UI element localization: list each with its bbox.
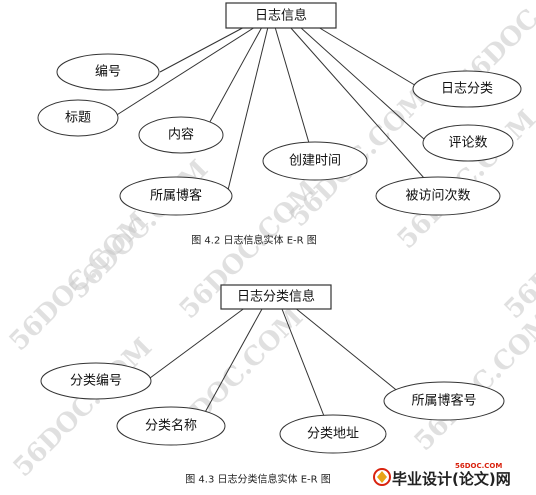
relationship-lines	[149, 306, 401, 417]
attribute-label: 分类地址	[307, 427, 359, 442]
connector-line	[281, 308, 325, 417]
brand-logo: 56DOC.COM 毕业设计(论文)网	[373, 462, 511, 488]
entity-label: 日志分类信息	[237, 289, 315, 305]
connector-line	[293, 306, 401, 394]
attribute-ellipse	[40, 362, 152, 400]
attribute-label: 评论数	[448, 136, 487, 151]
watermark: 56DOC.COM	[499, 174, 536, 324]
entity-box	[225, 2, 337, 29]
connector-line	[289, 26, 433, 188]
attribute-ellipse	[279, 414, 387, 454]
connector-line	[299, 26, 426, 141]
figure-caption: 图 4.3 日志分类信息实体 E-R 图	[185, 473, 331, 486]
connector-line	[205, 26, 263, 130]
attribute-label: 创建时间	[289, 154, 341, 169]
connector-line	[312, 23, 419, 88]
er-diagram-log-category: 日志分类信息 分类编号 分类名称 分类地址 所属博客号 图 4.3 日志分类信息…	[40, 284, 505, 486]
attribute-ellipse	[262, 141, 368, 181]
logo-icon-mark	[377, 471, 387, 483]
connector-line	[159, 23, 251, 73]
attribute-label: 所属博客	[150, 188, 202, 204]
relationship-lines	[111, 23, 433, 191]
attribute-label: 分类名称	[145, 418, 197, 434]
attribute-ellipse	[375, 176, 501, 216]
watermark: 56DOC.COM	[409, 306, 536, 456]
connector-line	[202, 308, 263, 417]
attribute-label: 标题	[65, 111, 91, 126]
connector-line	[111, 26, 256, 119]
watermark: 56DOC.COM	[8, 332, 158, 482]
attribute-ellipse	[56, 53, 160, 91]
attribute-label: 被访问次数	[405, 188, 470, 204]
brand-url: 56DOC.COM	[455, 462, 502, 470]
connector-line	[149, 306, 247, 379]
attribute-label: 日志分类	[441, 82, 493, 97]
attribute-ellipse	[119, 176, 233, 216]
entity-box	[220, 284, 332, 310]
attribute-label: 分类编号	[70, 374, 122, 389]
connector-line	[227, 26, 269, 191]
connector-line	[274, 26, 310, 144]
attribute-ellipse	[383, 381, 505, 421]
attribute-ellipse	[138, 116, 224, 154]
attribute-ellipse	[422, 124, 514, 162]
attribute-ellipse	[37, 99, 119, 137]
er-diagram-log-info: 日志信息 编号 标题 内容 所属博客 创建时间 被访问次数 评论数 日志分类 图…	[37, 2, 522, 247]
watermark: 56DOC.COM	[64, 154, 214, 304]
brand-name: 毕业设计(论文)网	[392, 470, 511, 488]
attribute-ellipse	[116, 406, 226, 446]
attribute-label: 内容	[168, 127, 194, 143]
entity-label: 日志信息	[255, 8, 307, 24]
attribute-ellipse	[412, 70, 522, 108]
figure-caption: 图 4.2 日志信息实体 E-R 图	[191, 234, 317, 247]
attribute-label: 编号	[95, 65, 121, 80]
attribute-label: 所属博客号	[411, 393, 476, 409]
